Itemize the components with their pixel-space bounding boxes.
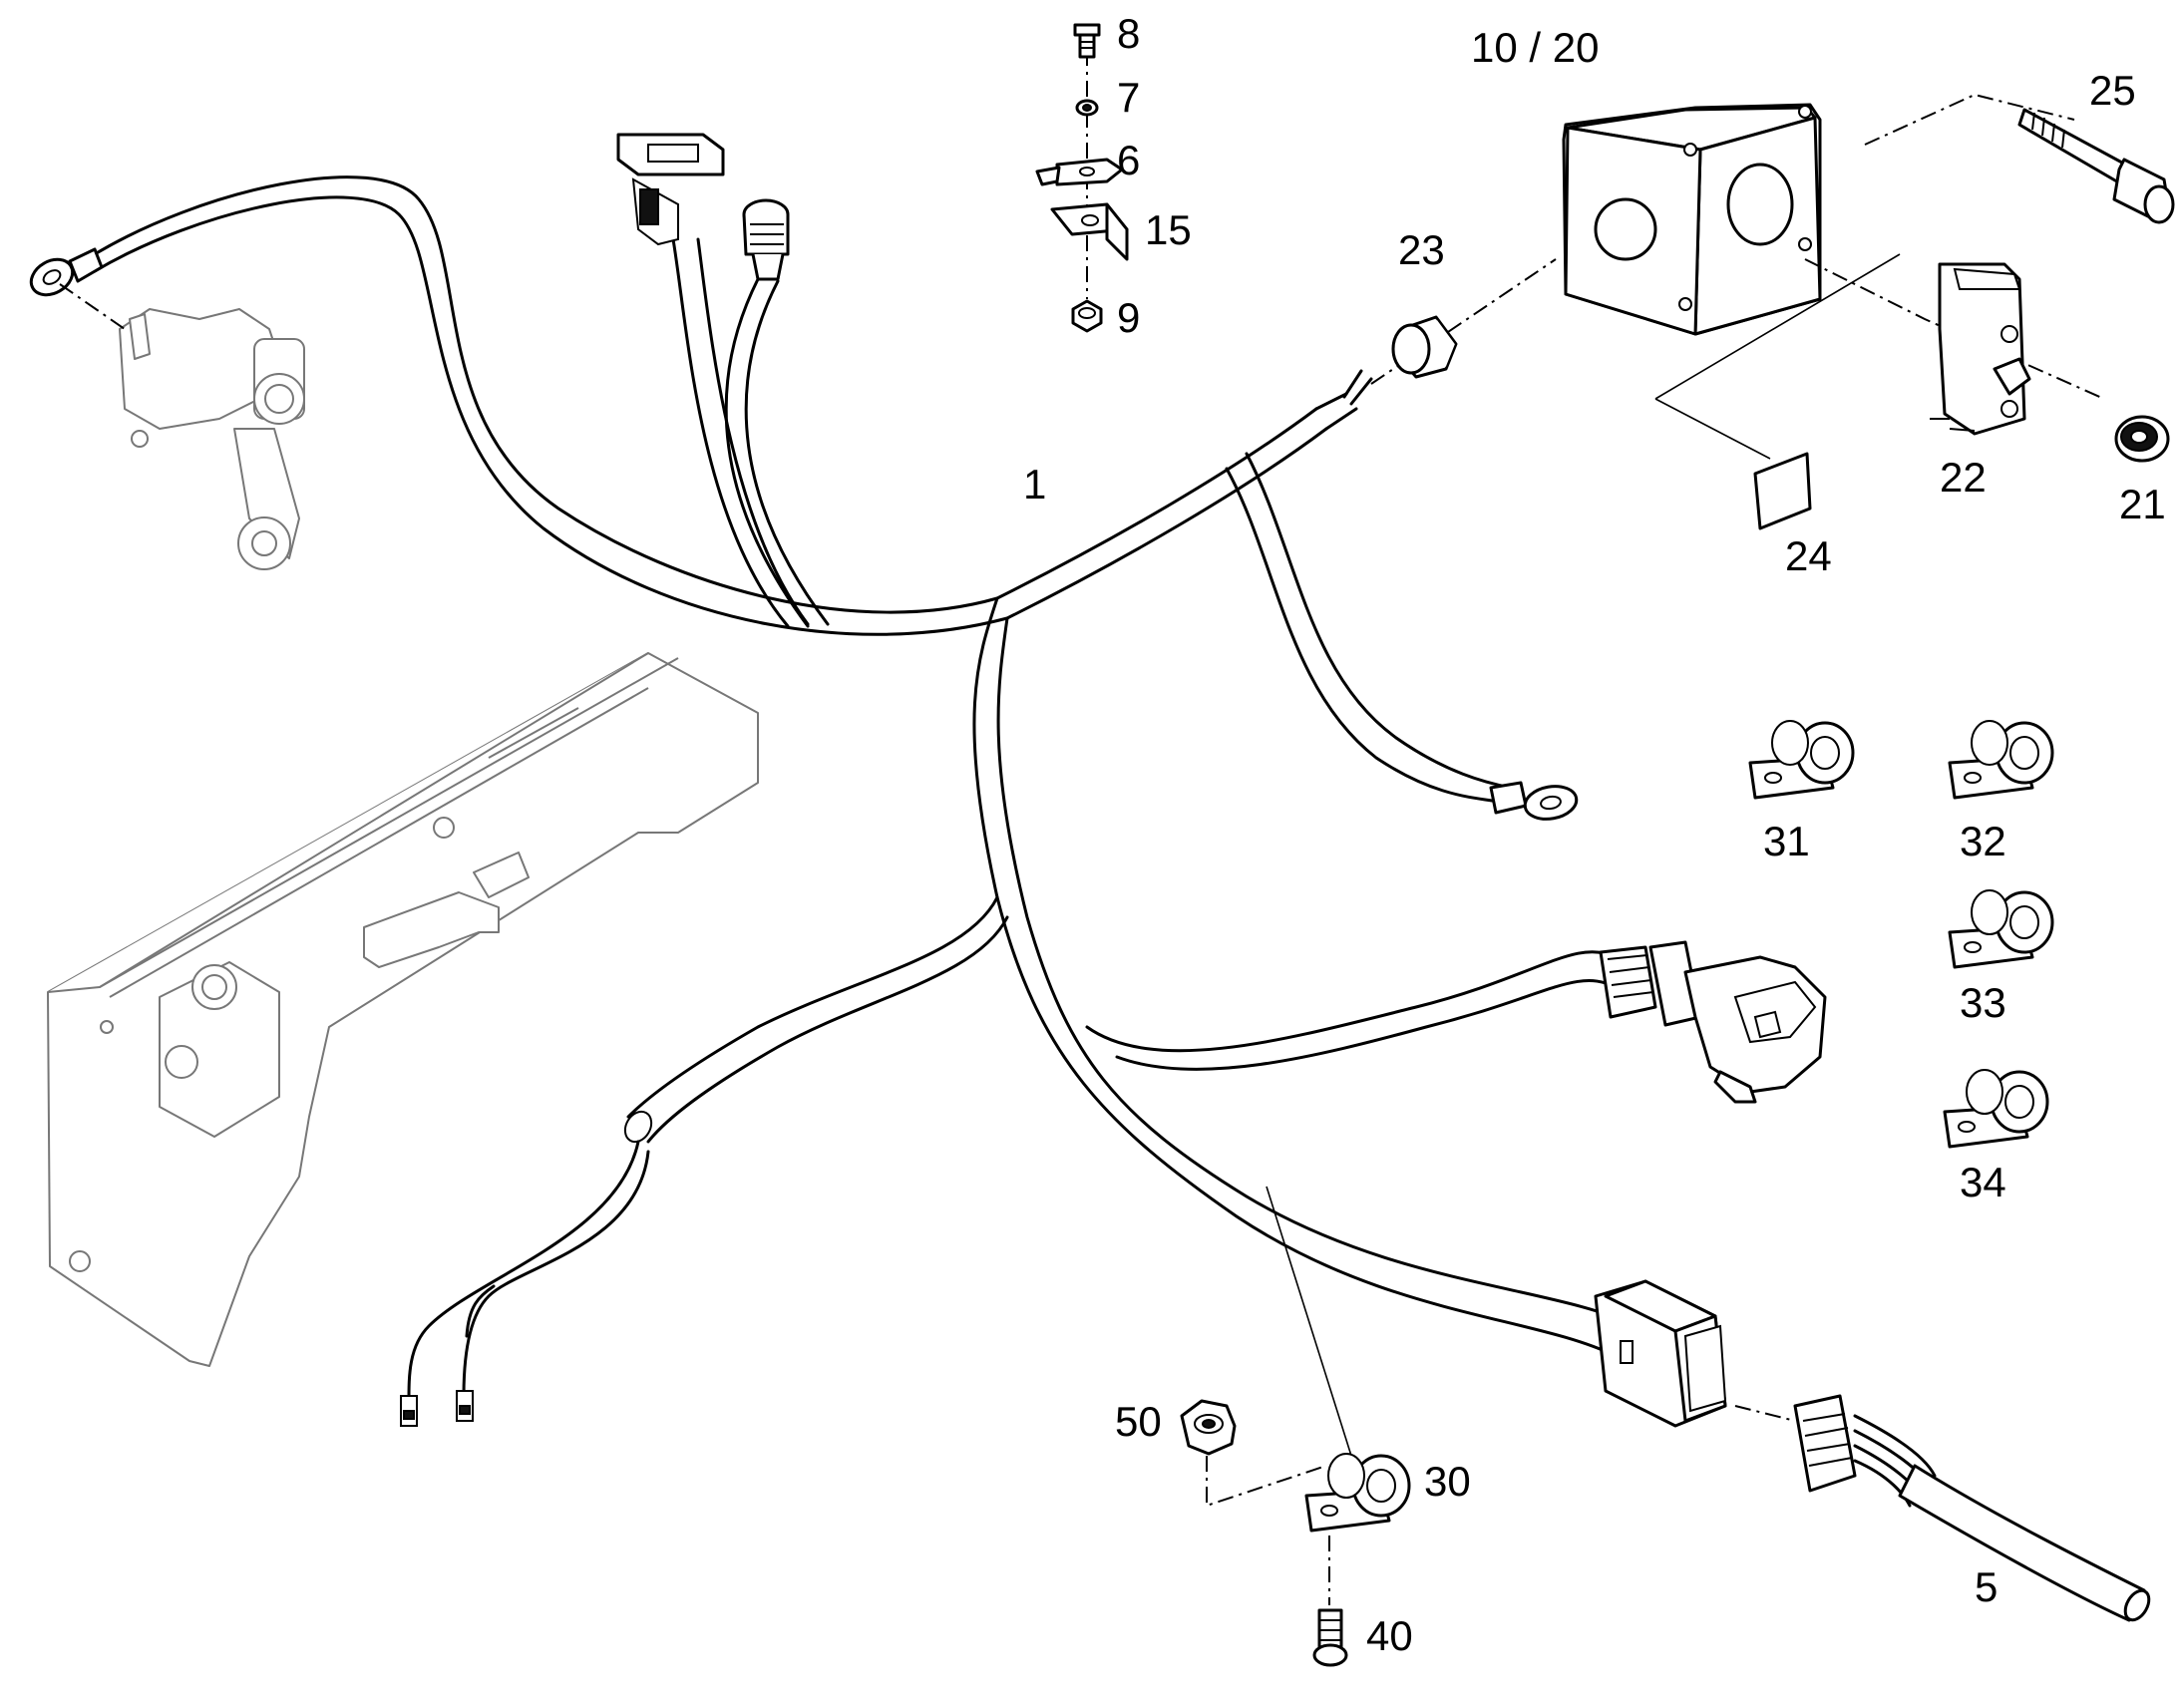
callout-9: 9 xyxy=(1117,294,1140,341)
ring-terminal-top xyxy=(29,247,104,297)
callout-8: 8 xyxy=(1117,10,1140,57)
nut-50 xyxy=(1180,1399,1237,1456)
nut-50-leader xyxy=(1206,1456,1327,1508)
cap-21 xyxy=(2114,415,2170,463)
harness-connector-housing xyxy=(1594,1279,1727,1428)
callout-31: 31 xyxy=(1763,818,1810,864)
main-wiring-harness xyxy=(88,175,1637,1427)
callout-6: 6 xyxy=(1117,137,1140,183)
screw-40 xyxy=(1312,1608,1348,1667)
bracket-15 xyxy=(1050,202,1129,261)
label-24-leader xyxy=(1654,253,1901,460)
connector-5-leader xyxy=(1734,1405,1796,1422)
bolt-8 xyxy=(1073,23,1101,59)
callout-24: 24 xyxy=(1785,532,1832,579)
callout-labels: 1 5 6 7 8 9 10 / 20 15 21 22 23 24 25 30… xyxy=(1023,10,2166,1659)
cable-gland-23 xyxy=(1391,315,1458,379)
mating-connector-5 xyxy=(1793,1394,2151,1622)
callout-30: 30 xyxy=(1424,1458,1471,1505)
callout-5: 5 xyxy=(1975,1563,1998,1610)
callout-10-20: 10 / 20 xyxy=(1471,24,1599,71)
callout-23: 23 xyxy=(1398,226,1445,273)
callout-50: 50 xyxy=(1115,1398,1162,1445)
clamp-30-leader xyxy=(1266,1186,1352,1457)
latch-leader xyxy=(1804,258,2105,400)
bolt-25 xyxy=(2017,108,2175,224)
p-clamp-31 xyxy=(1748,720,1855,800)
callout-22: 22 xyxy=(1940,454,1987,501)
p-clamp-32 xyxy=(1948,720,2054,800)
label-24 xyxy=(1753,452,1812,530)
plate-6 xyxy=(1035,158,1124,186)
callout-25: 25 xyxy=(2089,67,2136,114)
enclosure-box xyxy=(1562,103,1822,336)
nut-9 xyxy=(1071,299,1103,333)
p-clamp-34 xyxy=(1943,1069,2049,1149)
latch-22 xyxy=(1930,262,2031,436)
callout-7: 7 xyxy=(1117,74,1140,121)
ring-terminal-right xyxy=(1489,781,1579,821)
round-connector xyxy=(742,198,790,281)
callout-34: 34 xyxy=(1960,1159,2006,1205)
callout-1: 1 xyxy=(1023,461,1046,508)
callout-21: 21 xyxy=(2119,481,2166,527)
callout-33: 33 xyxy=(1960,979,2006,1026)
callout-40: 40 xyxy=(1366,1612,1413,1659)
battery-switch-ghost xyxy=(119,308,305,570)
frame-rail-ghost xyxy=(47,652,759,1367)
ring-terminal-top-leader xyxy=(59,283,126,330)
callout-32: 32 xyxy=(1960,818,2006,864)
p-clamp-33 xyxy=(1948,889,2054,969)
bolt-25-leader xyxy=(1864,93,2075,146)
washer-7 xyxy=(1075,99,1099,117)
callout-15: 15 xyxy=(1145,206,1192,253)
sealed-connector xyxy=(1599,940,1827,1104)
flat-connector xyxy=(616,133,725,246)
p-clamp-30 xyxy=(1304,1453,1411,1533)
